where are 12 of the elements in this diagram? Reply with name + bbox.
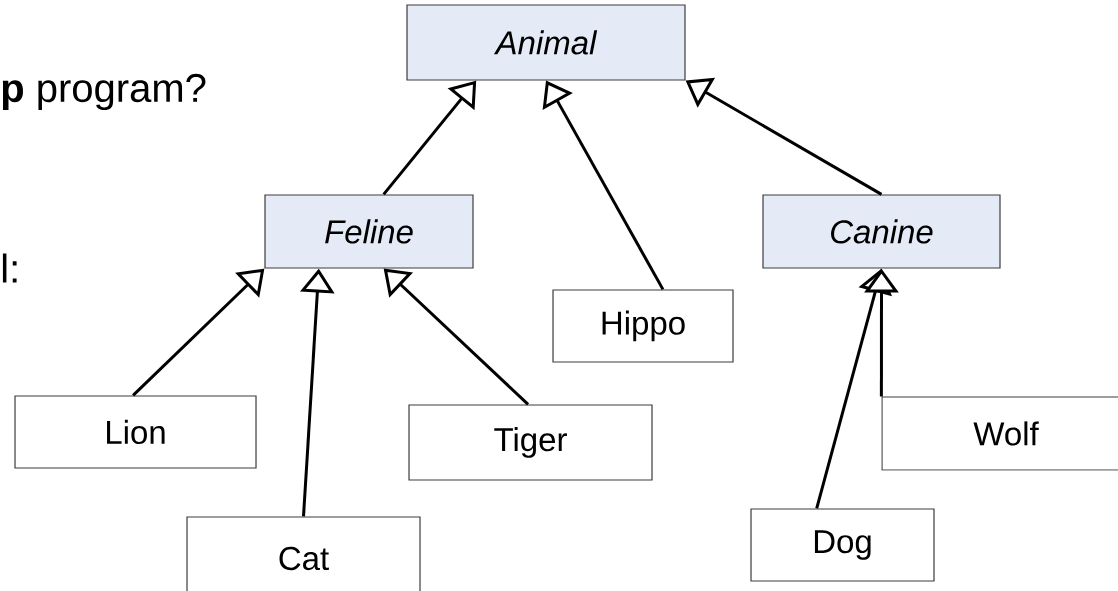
class-box: Dog	[750, 508, 935, 582]
class-box: Hippo	[552, 289, 734, 363]
cut-off-text: l:	[2, 253, 17, 283]
abstract-class-box: Canine	[762, 194, 1001, 269]
class-box: Wolf	[881, 396, 1118, 471]
abstract-class-box: Feline	[264, 194, 474, 269]
cut-off-text: p program?	[2, 73, 206, 111]
class-box: Tiger	[408, 404, 653, 481]
class-box: Lion	[14, 395, 257, 469]
inheritance-arrow	[132, 268, 265, 397]
abstract-class-box: Animal	[406, 4, 686, 81]
class-box: Cat	[186, 516, 421, 591]
